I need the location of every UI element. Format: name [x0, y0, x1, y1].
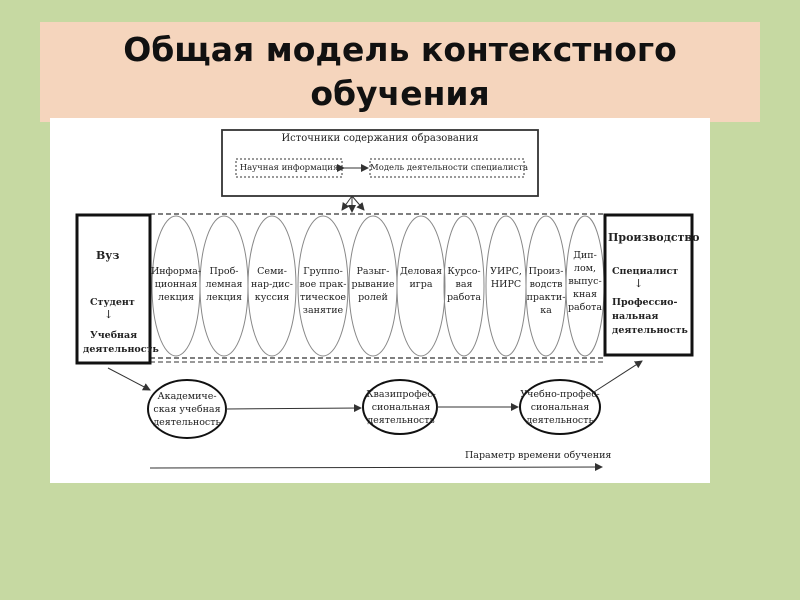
form-label-seminar: Семи- нар-дис- куссия [251, 266, 293, 303]
learning-activity-line2: деятельность [83, 344, 159, 355]
diagram-graphics [75, 129, 694, 472]
stage-educational-prof-label: Учебно-профес- сиональная деятельность [520, 389, 600, 426]
form-label-role-play: Разыг- рывание ролей [351, 266, 395, 303]
university-box [75, 213, 152, 365]
sources-arrow-left [341, 195, 353, 211]
title-line-1: Общая модель контекстного [123, 30, 677, 69]
specialist-label: Специалист [612, 266, 679, 277]
student-label: Студент [90, 297, 135, 308]
stage-to-right-arrow [593, 360, 643, 393]
time-axis-line [149, 463, 603, 472]
specialist-model-label: Модель деятельности специалиста [370, 163, 529, 173]
science-info-box [235, 158, 343, 178]
forms-ellipses [151, 215, 605, 357]
production-title: Производство [608, 231, 700, 244]
science-info-label: Научная информация [239, 163, 339, 173]
stage-ellipse-educational-prof [519, 379, 601, 435]
form-ellipse [396, 215, 446, 357]
title-band [40, 22, 760, 122]
prof-activity-line1: Профессио- [612, 297, 678, 308]
form-label-info-lecture: Информа- ционная лекция [150, 266, 202, 303]
learning-activity-line1: Учебная [90, 330, 138, 341]
university-title: Вуз [96, 249, 120, 262]
sources-header: Источники содержания образования [281, 133, 479, 144]
prof-activity-line2: нальная [612, 311, 659, 322]
form-label-industrial-practice: Произ- водств практи- ка [526, 266, 566, 316]
context-learning-diagram: Источники содержания образования Научная… [50, 118, 710, 483]
production-box [603, 213, 694, 357]
specialist-model-box [369, 158, 525, 178]
form-label-group-practice: Группо- вое прак- тическое занятие [299, 266, 347, 316]
stage-academic-label: Академиче- ская учебная деятельность [153, 391, 221, 428]
form-label-research: УИРС, НИРС [490, 266, 522, 290]
stage-quasi-label: Квазипрофес- сиональная деятельность [366, 389, 436, 426]
title-line-2: обучения [310, 74, 490, 113]
form-ellipse [443, 215, 485, 357]
student-arrow: ↓ [104, 308, 114, 321]
form-label-problem-lecture: Проб- лемная лекция [205, 266, 243, 303]
form-ellipse [297, 215, 349, 357]
sources-box [221, 129, 539, 197]
time-axis-label: Параметр времени обучения [465, 450, 612, 461]
form-label-diploma: Дип- лом, выпус- кная работа [567, 250, 603, 313]
stage-arrow-1 [225, 404, 362, 413]
prof-activity-line3: деятельность [612, 325, 688, 336]
left-to-stage-arrow [107, 367, 151, 391]
page-title: Общая модель контекстного обучения [40, 28, 760, 116]
form-label-course-work: Курсо- вая работа [446, 266, 482, 303]
specialist-arrow: ↓ [634, 277, 644, 290]
form-label-business-game: Деловая игра [399, 266, 443, 290]
sources-arrow-right [351, 195, 365, 211]
form-ellipse [247, 215, 297, 357]
